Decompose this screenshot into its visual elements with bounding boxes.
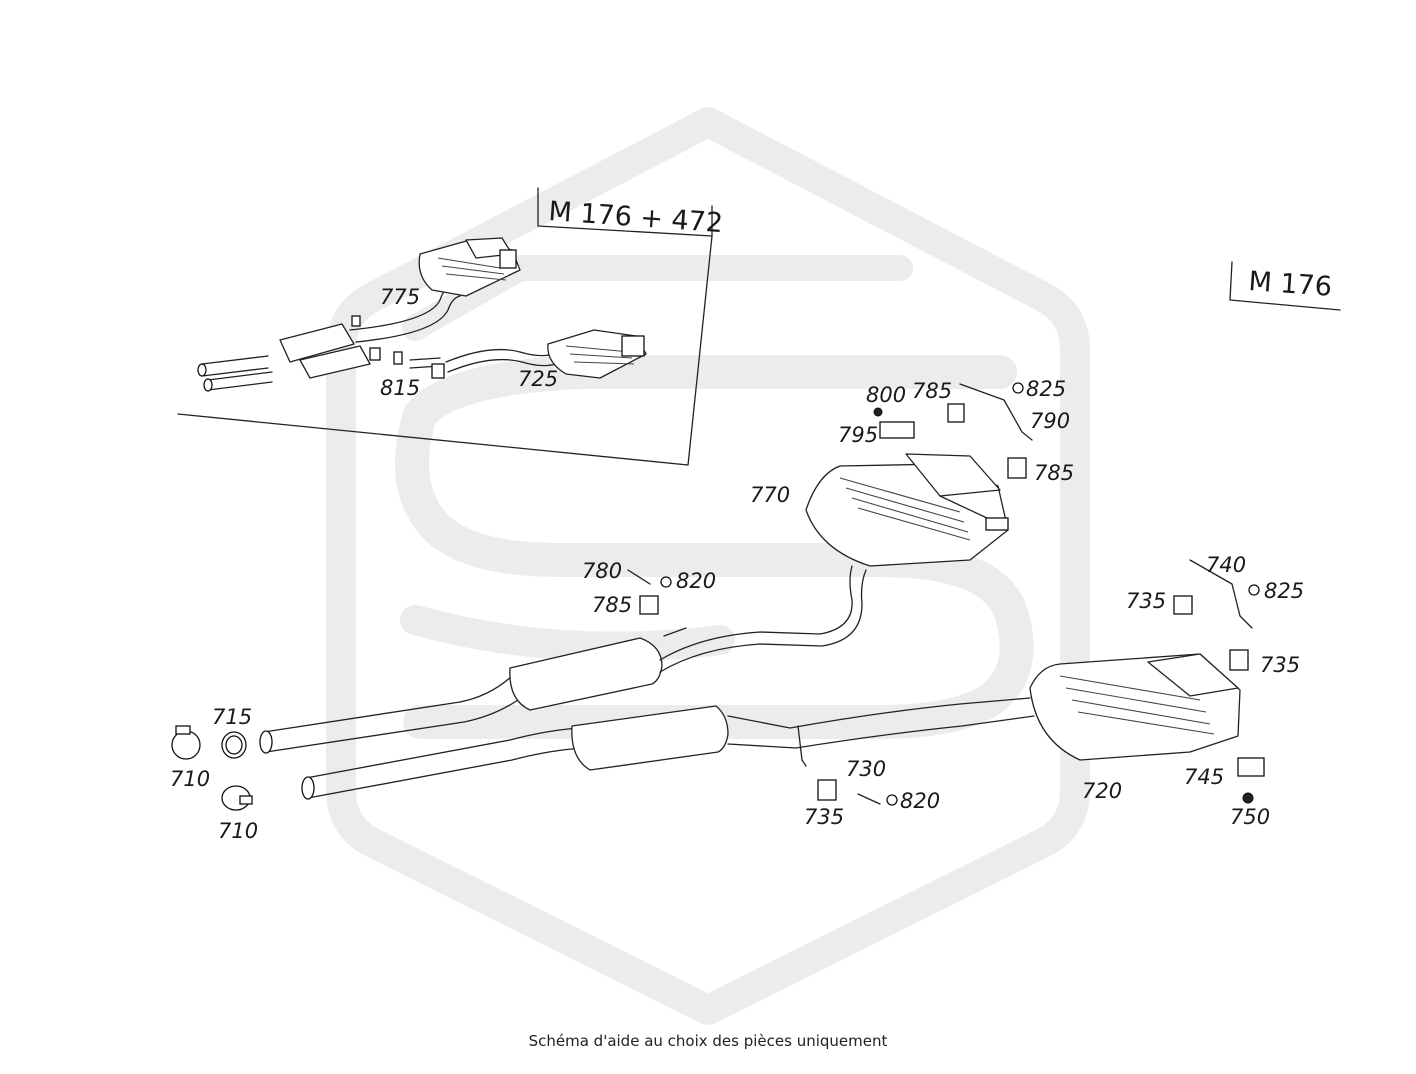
- callout-815: 815: [380, 376, 420, 400]
- callout-770: 770: [750, 483, 790, 507]
- callout-735-bottom: 735: [804, 805, 844, 829]
- callout-710-lower: 710: [218, 819, 258, 843]
- main-variant-frame: [1229, 261, 1341, 311]
- callout-715: 715: [212, 705, 252, 729]
- front-pipes: [259, 565, 1035, 800]
- callout-780: 780: [582, 559, 622, 583]
- callout-790: 790: [1030, 409, 1070, 433]
- callout-750: 750: [1230, 805, 1270, 829]
- rear-silencer-770: [805, 453, 1009, 567]
- callout-730: 730: [846, 757, 886, 781]
- callout-710-upper: 710: [170, 767, 210, 791]
- callout-785-mid: 785: [592, 593, 632, 617]
- callout-785-right: 785: [1034, 461, 1074, 485]
- rear-silencer-720: [1029, 653, 1241, 761]
- callout-795: 795: [838, 423, 878, 447]
- variant-label-main: M 176: [1248, 266, 1333, 303]
- callout-labels: 775 815 725 800 785 825 790 795 785 770 …: [170, 285, 1304, 843]
- callout-820-top: 820: [676, 569, 716, 593]
- callout-735-left: 735: [1126, 589, 1166, 613]
- callout-800: 800: [866, 383, 906, 407]
- clamps-and-sleeve: [171, 725, 253, 811]
- callout-785-top: 785: [912, 379, 952, 403]
- disclaimer-footnote: Schéma d'aide au choix des pièces unique…: [528, 1032, 888, 1050]
- callout-775: 775: [380, 285, 420, 309]
- variant-label-inset: M 176 + 472: [548, 196, 724, 239]
- callout-820-bottom: 820: [900, 789, 940, 813]
- callout-740: 740: [1206, 553, 1246, 577]
- callout-745: 745: [1184, 765, 1224, 789]
- callout-725: 725: [518, 367, 558, 391]
- callout-720: 720: [1082, 779, 1122, 803]
- inset-frame: [177, 187, 713, 466]
- inset-exhaust-drawing: [197, 237, 647, 392]
- callout-825-right: 825: [1264, 579, 1304, 603]
- hangers-and-mounts: [627, 382, 1265, 806]
- callout-825-top: 825: [1026, 377, 1066, 401]
- callout-735-right: 735: [1260, 653, 1300, 677]
